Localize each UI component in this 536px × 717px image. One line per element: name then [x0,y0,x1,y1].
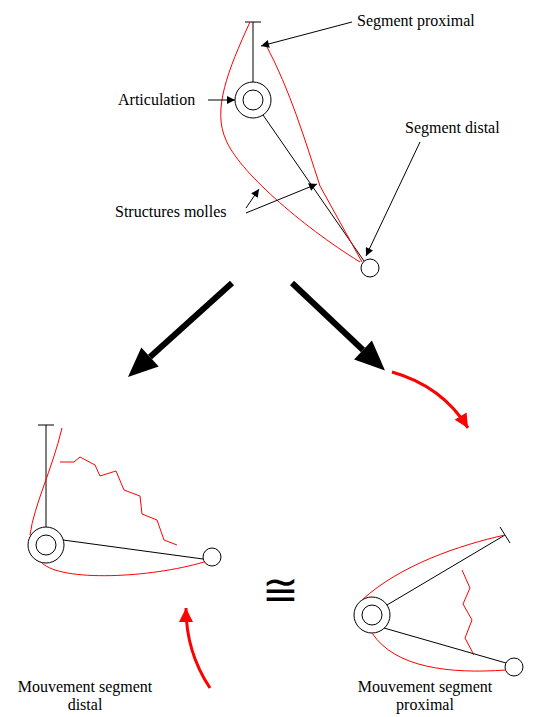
movement-arrow [392,372,468,428]
joint-outer [28,527,64,563]
part-label: Structures molles [115,203,227,221]
joint-outer [235,82,271,118]
part-label: Articulation [118,91,195,109]
part-label: Mouvement segment proximal [350,678,500,714]
leader-line [261,22,352,46]
proximal-segment [253,22,254,82]
distal-segment [63,540,203,559]
joint-outer [354,597,390,633]
leader-line [208,100,235,101]
soft-tissue [42,562,204,576]
folded-tissue [60,457,177,545]
soft-tissue [362,535,505,600]
segment-end [505,658,523,676]
part-label: Mouvement segment distal [10,678,160,714]
leader-line [246,184,317,213]
joint-inner [243,90,263,110]
split-arrows [128,283,385,377]
segment-end [203,548,221,566]
proximal-segment [46,425,47,527]
soft-tissue [30,428,62,535]
movement-arrow [186,608,210,688]
part-label: Segment distal [405,119,500,137]
segment-end [361,259,379,277]
folded-tissue [462,570,474,655]
joint-inner [362,605,382,625]
part-label: Segment proximal [357,12,475,30]
soft-tissue [372,633,506,671]
joint-inner [36,535,56,555]
leader-line [366,142,420,256]
soft-tissue [266,45,362,262]
equivalence-symbol: ≅ [262,566,299,615]
soft-tissue [221,22,360,262]
leader-line [246,189,259,208]
